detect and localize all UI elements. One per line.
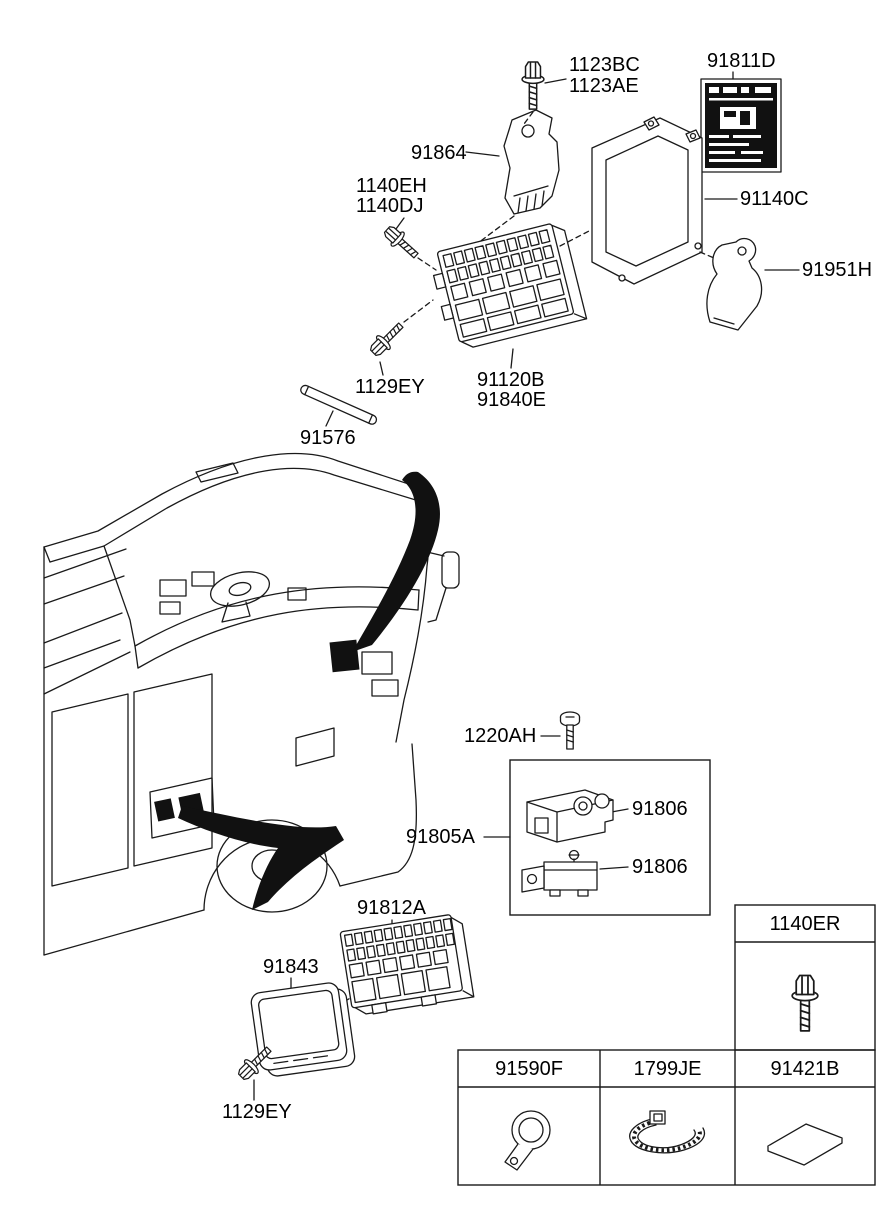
callout-91812a[interactable]: 91812A xyxy=(357,897,426,919)
callout-91120b[interactable]: 91120B xyxy=(477,369,545,391)
callout-91811d[interactable]: 91811D xyxy=(707,50,776,72)
screw-1220ah xyxy=(559,711,581,750)
sticker-91811d xyxy=(700,78,782,173)
callout-1140dj[interactable]: 1140DJ xyxy=(356,195,424,217)
callout-91576[interactable]: 91576 xyxy=(300,427,356,449)
bracket-91864 xyxy=(503,109,560,215)
table-header-1140er[interactable]: 1140ER xyxy=(769,913,841,935)
table-header-1799je[interactable]: 1799JE xyxy=(633,1058,702,1080)
callout-1123ae[interactable]: 1123AE xyxy=(569,75,639,97)
callout-91864[interactable]: 91864 xyxy=(411,142,467,164)
cable-tie-icon xyxy=(629,1110,706,1154)
callout-91840e[interactable]: 91840E xyxy=(477,389,546,411)
bracket-91951h xyxy=(706,237,763,331)
bracket-91140c xyxy=(591,116,703,285)
callout-91806-lower[interactable]: 91806 xyxy=(632,856,688,878)
callout-1129ey-upper[interactable]: 1129EY xyxy=(355,376,425,398)
leader-lines xyxy=(253,71,800,1101)
relay-91806-upper xyxy=(526,789,614,843)
callout-91805a[interactable]: 91805A xyxy=(406,826,475,848)
cover-91843 xyxy=(250,982,356,1077)
relay-assembly-91805a xyxy=(509,711,711,916)
callout-1129ey-lower[interactable]: 1129EY xyxy=(222,1101,292,1123)
bolt-1140eh xyxy=(380,222,423,263)
flange-bolt-icon xyxy=(791,974,819,1032)
callout-91843[interactable]: 91843 xyxy=(263,956,319,978)
tube-91576 xyxy=(300,384,378,425)
callout-91951h[interactable]: 91951H xyxy=(802,259,873,281)
highlight-blocks xyxy=(154,639,360,822)
bolt-1123bc xyxy=(521,61,545,110)
block-91812a xyxy=(339,914,475,1015)
callout-91806-upper[interactable]: 91806 xyxy=(632,798,688,820)
bolt-1129ey-upper xyxy=(366,318,408,360)
relay-91806-lower xyxy=(521,849,598,897)
callout-1140eh[interactable]: 1140EH xyxy=(356,175,427,197)
parts-table xyxy=(457,904,876,1186)
table-header-91421b[interactable]: 91421B xyxy=(770,1058,840,1080)
callout-91140c[interactable]: 91140C xyxy=(740,188,809,210)
table-header-91590f[interactable]: 91590F xyxy=(495,1058,563,1080)
callout-1220ah[interactable]: 1220AH xyxy=(464,725,537,747)
fusebox-91120b xyxy=(432,223,588,348)
pointer-arrows xyxy=(178,471,440,910)
bus-drawing xyxy=(43,452,460,956)
pad-icon xyxy=(767,1123,843,1166)
callout-1123bc[interactable]: 1123BC xyxy=(569,54,640,76)
p-clamp-icon xyxy=(504,1110,551,1171)
